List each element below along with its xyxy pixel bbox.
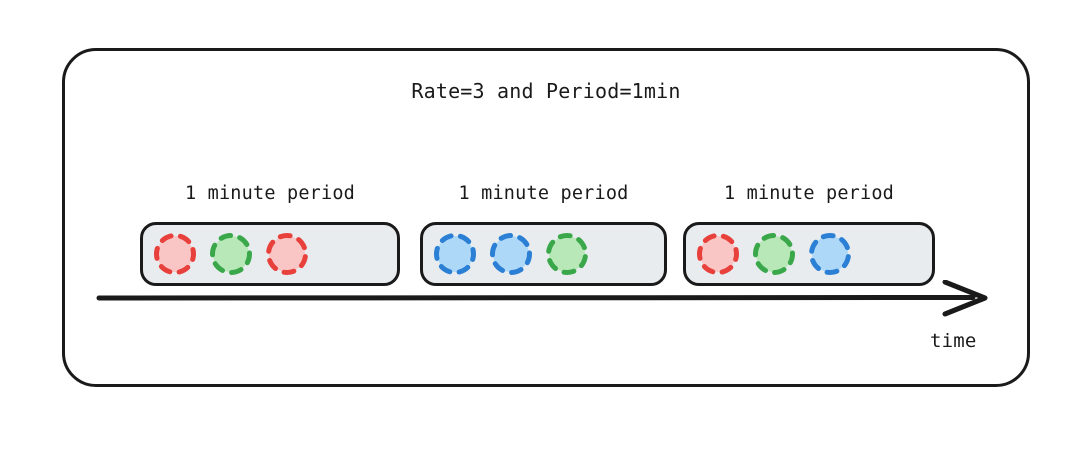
request-token-green: [210, 233, 252, 275]
request-token-blue: [809, 233, 851, 275]
time-axis-label: time: [930, 330, 977, 352]
diagram-outer-frame: [62, 48, 1030, 387]
request-token-red: [697, 233, 739, 275]
period-label-1: 1 minute period: [184, 183, 356, 204]
request-token-blue: [434, 233, 476, 275]
period-label-2: 1 minute period: [458, 183, 629, 204]
period-tokens-1: [140, 226, 400, 282]
request-token-red: [266, 233, 308, 275]
request-token-blue: [490, 233, 532, 275]
period-tokens-3: [683, 226, 935, 282]
diagram-title: Rate=3 and Period=1min: [411, 79, 681, 103]
period-label-3: 1 minute period: [723, 183, 895, 204]
request-token-green: [546, 233, 588, 275]
request-token-green: [753, 233, 795, 275]
time-axis-arrow: [96, 280, 988, 317]
period-tokens-2: [420, 226, 667, 282]
request-token-red: [154, 233, 196, 275]
